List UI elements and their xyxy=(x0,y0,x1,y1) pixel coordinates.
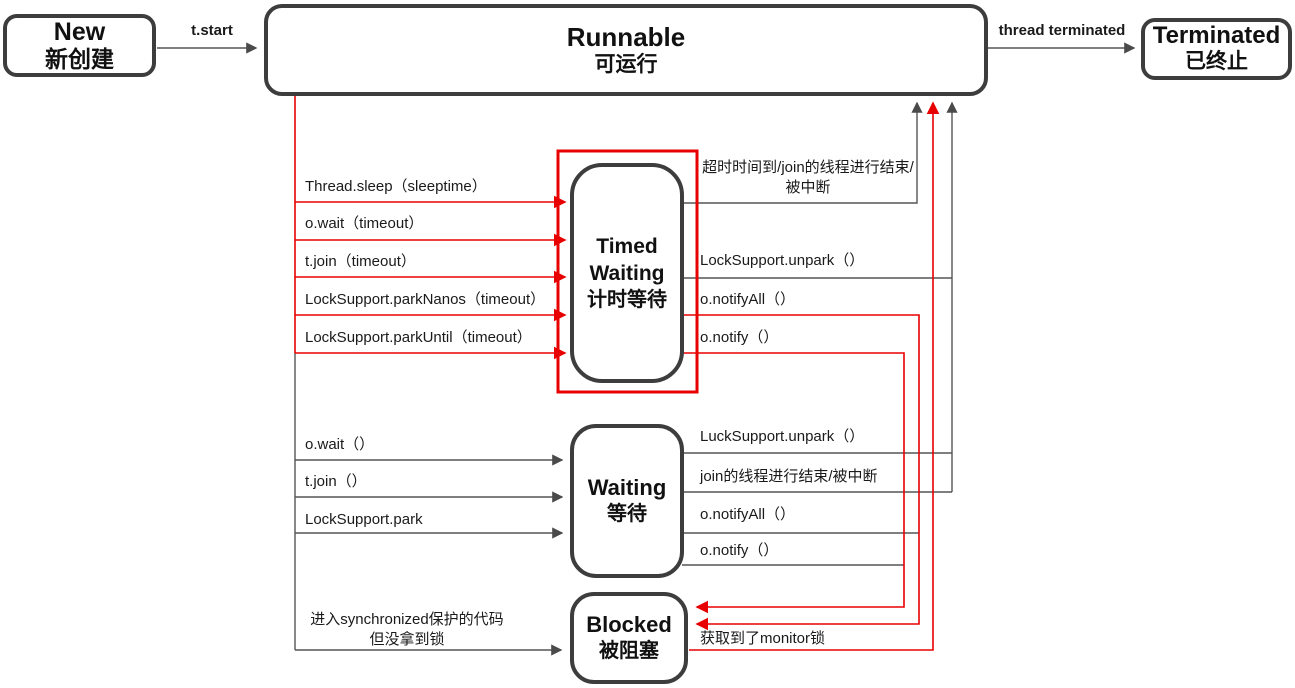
label-enter-synchronized-line2: 但没拿到锁 xyxy=(369,631,445,648)
label-parknanos: LockSupport.parkNanos（timeout） xyxy=(305,291,546,308)
state-timed-waiting-label-1: Timed xyxy=(596,234,658,258)
label-timed-notify: o.notify（） xyxy=(700,329,779,346)
label-enter-synchronized: 进入synchronized保护的代码 但没拿到锁 xyxy=(296,610,518,650)
state-terminated: Terminated 已终止 xyxy=(1141,18,1292,80)
label-t-start: t.start xyxy=(191,22,233,39)
state-terminated-label-zh: 已终止 xyxy=(1185,50,1248,73)
gray-connectors xyxy=(157,42,1136,656)
label-thread-sleep: Thread.sleep（sleeptime） xyxy=(305,178,487,195)
arrow-timedwaiting-timeout-to-runnable xyxy=(682,101,923,204)
label-timed-timeout-line2: 被中断 xyxy=(785,179,831,196)
state-timed-waiting-label-2: Waiting xyxy=(589,261,665,285)
state-runnable: Runnable 可运行 xyxy=(264,4,988,96)
label-owait-timeout: o.wait（timeout） xyxy=(305,215,424,232)
state-new-label-zh: 新创建 xyxy=(45,45,114,72)
label-tjoin: t.join（） xyxy=(305,473,367,490)
state-waiting-label: Waiting xyxy=(587,475,667,500)
red-connectors xyxy=(294,96,940,651)
arrow-timed-notifyall-to-blocked xyxy=(682,314,920,631)
state-waiting-label-zh: 等待 xyxy=(607,503,647,525)
timed-waiting-highlight-rect xyxy=(556,149,699,394)
arrow-timed-notify-to-blocked xyxy=(682,352,905,614)
state-runnable-label: Runnable xyxy=(566,22,686,52)
label-timed-timeout-return: 超时时间到/join的线程进行结束/ 被中断 xyxy=(698,158,918,198)
state-blocked: Blocked 被阻塞 xyxy=(570,592,688,684)
state-blocked-label-zh: 被阻塞 xyxy=(599,640,659,662)
label-got-monitor-lock: 获取到了monitor锁 xyxy=(700,630,826,647)
state-new: New 新创建 xyxy=(3,14,156,77)
label-locksupport-park: LockSupport.park xyxy=(305,511,423,528)
state-terminated-label: Terminated xyxy=(1152,22,1281,49)
state-timed-waiting: Timed Waiting 计时等待 xyxy=(570,163,684,383)
state-blocked-label: Blocked xyxy=(586,612,672,637)
label-timed-timeout-line1: 超时时间到/join的线程进行结束/ xyxy=(702,159,914,176)
label-waiting-join-end: join的线程进行结束/被中断 xyxy=(700,468,878,485)
label-waiting-unpark: LuckSupport.unpark（） xyxy=(700,428,865,445)
label-waiting-notifyall: o.notifyAll（） xyxy=(700,506,796,523)
label-timed-unpark: LockSupport.unpark（） xyxy=(700,252,865,269)
state-waiting: Waiting 等待 xyxy=(570,424,684,578)
label-enter-synchronized-line1: 进入synchronized保护的代码 xyxy=(310,611,504,628)
label-parkuntil: LockSupport.parkUntil（timeout） xyxy=(305,329,532,346)
label-waiting-notify: o.notify（） xyxy=(700,542,779,559)
arrow-blocked-monitor-to-runnable xyxy=(689,101,940,651)
state-timed-waiting-label-zh: 计时等待 xyxy=(587,288,667,311)
label-tjoin-timeout: t.join（timeout） xyxy=(305,253,416,270)
label-timed-notifyall: o.notifyAll（） xyxy=(700,291,796,308)
state-runnable-label-zh: 可运行 xyxy=(594,53,658,76)
label-thread-terminated: thread terminated xyxy=(998,22,1126,39)
label-owait: o.wait（） xyxy=(305,436,375,453)
state-new-label: New xyxy=(53,17,106,46)
